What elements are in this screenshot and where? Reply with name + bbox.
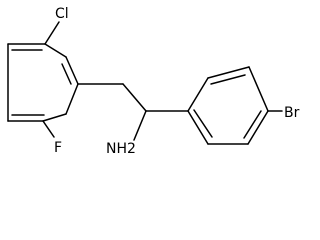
amine-label: NH2 bbox=[106, 141, 136, 157]
ring-double-bond bbox=[210, 74, 246, 85]
ring-bond bbox=[187, 110, 209, 145]
f-bond bbox=[42, 120, 55, 138]
ring-double-bond bbox=[243, 110, 262, 139]
ring-bond bbox=[65, 83, 79, 115]
ring-double-bond bbox=[193, 109, 213, 138]
ring-bond bbox=[187, 77, 209, 112]
chlorofluorophenyl-ring bbox=[7, 43, 79, 122]
ring-double-bond bbox=[61, 63, 72, 85]
ring-bond bbox=[207, 66, 250, 79]
bromophenyl-ring bbox=[187, 66, 269, 145]
ch-to-amine-bond bbox=[133, 110, 147, 141]
fluorine-label: F bbox=[54, 140, 62, 156]
ring-bond bbox=[247, 110, 269, 145]
ch2-to-ch-bond bbox=[122, 83, 147, 112]
structure-canvas: Cl F NH2 Br bbox=[0, 0, 316, 157]
chlorine-label: Cl bbox=[55, 6, 69, 22]
ring-bond bbox=[248, 66, 269, 112]
molecular-structure-diagram: Cl F NH2 Br bbox=[0, 0, 316, 157]
cl-bond bbox=[44, 21, 60, 45]
ring-bond bbox=[65, 56, 79, 85]
bromine-label: Br bbox=[284, 105, 300, 121]
substituent-bonds bbox=[42, 21, 283, 141]
ring-bond bbox=[44, 43, 67, 58]
ring-bond bbox=[42, 113, 67, 122]
diagram-background bbox=[0, 0, 316, 157]
